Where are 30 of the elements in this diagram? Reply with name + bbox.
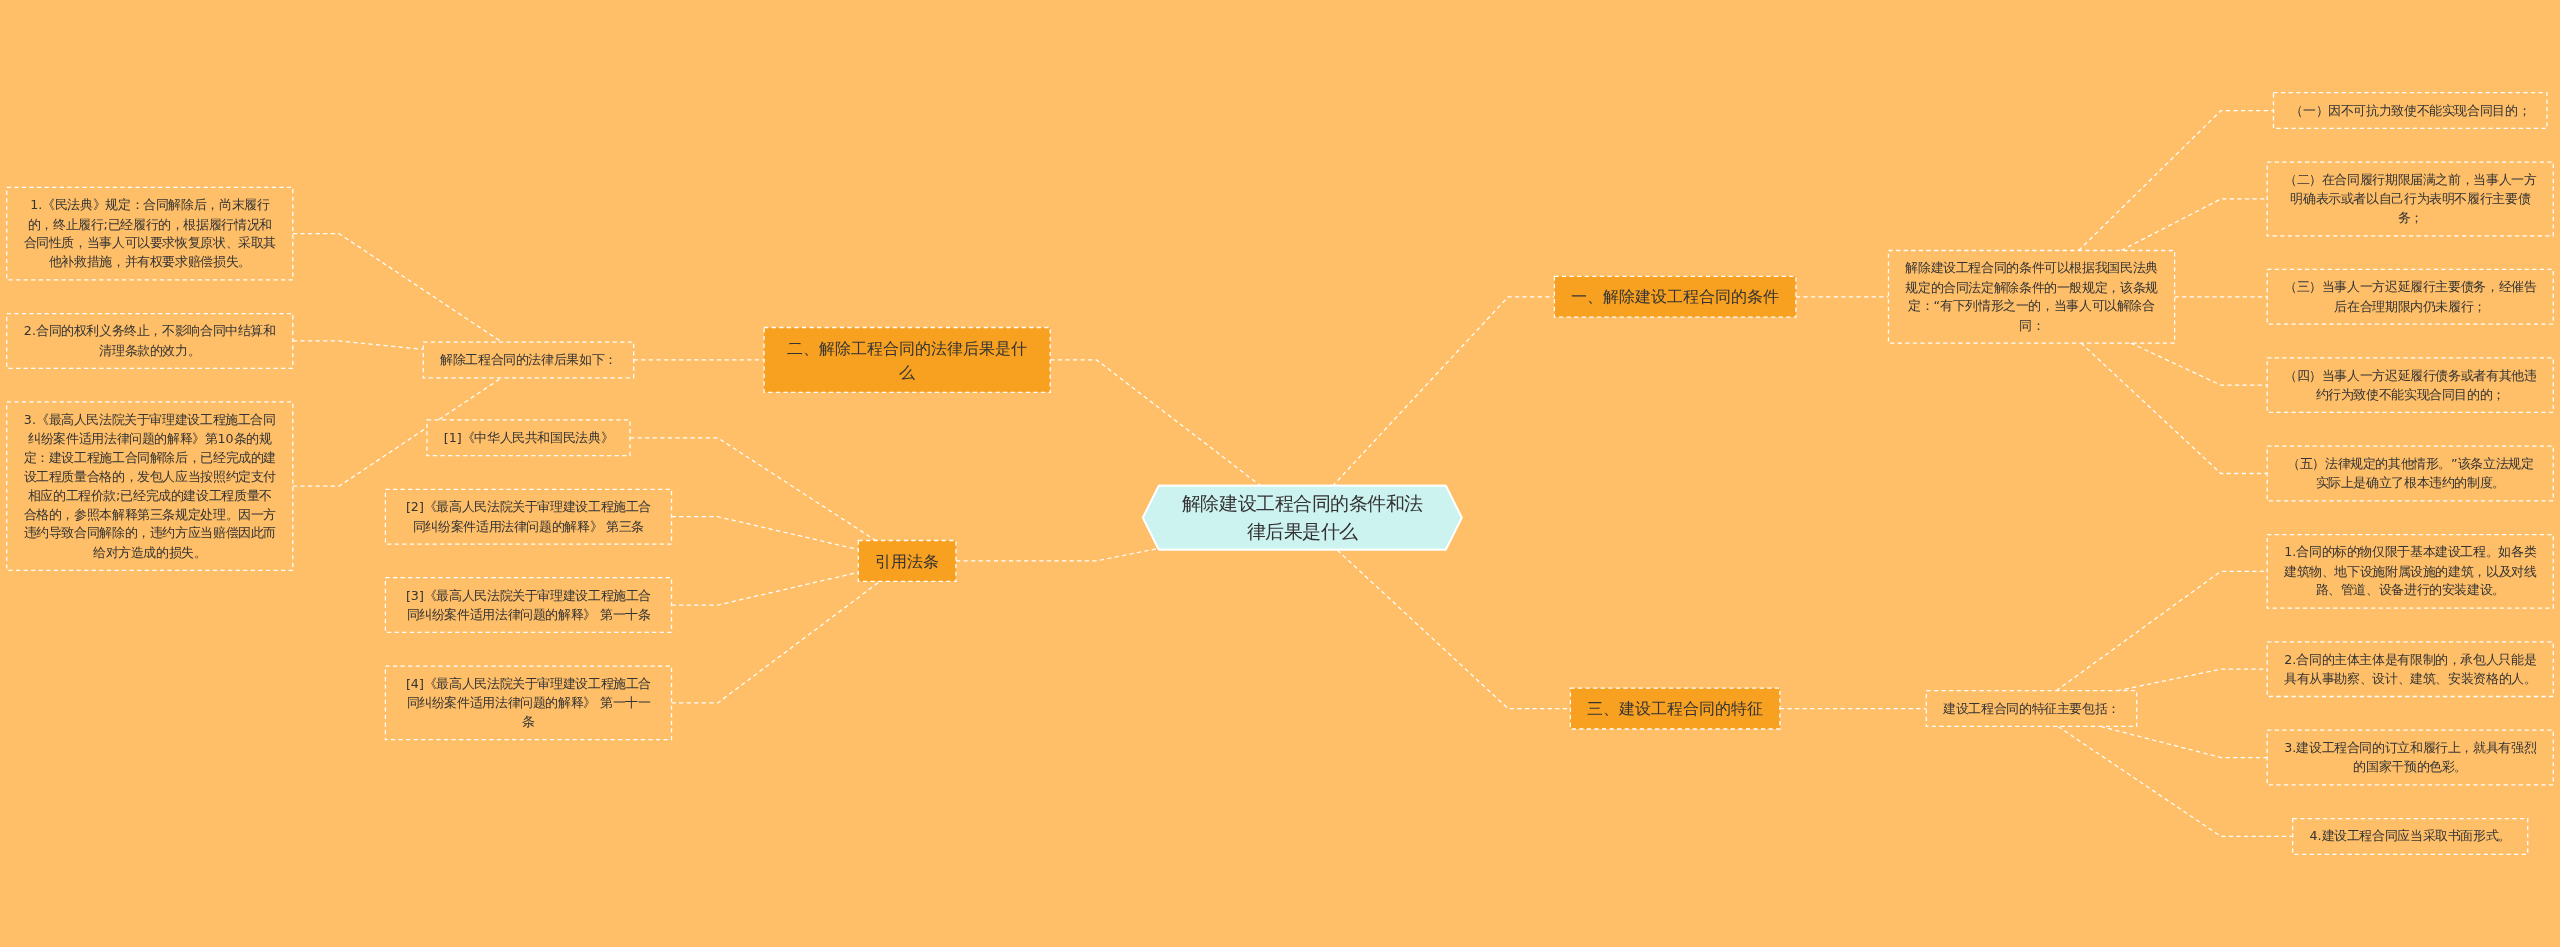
- node-box: （四）当事人一方迟延履行债务或者有其他违约行为致使不能实现合同目的的；: [2266, 357, 2554, 414]
- node-box: 2.合同的主体主体是有限制的，承包人只能是具有从事勘察、设计、建筑、安装资格的人。: [2266, 641, 2554, 698]
- node-box: 三、建设工程合同的特征: [1569, 687, 1781, 730]
- node-box: 1.合同的标的物仅限于基本建设工程。如各类建筑物、地下设施附属设施的建筑，以及对线路、管道、设备进行的安装建设。: [2266, 533, 2554, 609]
- node-box: 2.合同的权利义务终止，不影响合同中结算和清理条款的效力。: [6, 313, 294, 369]
- connector: [1779, 707, 1927, 710]
- node-box: 4.建设工程合同应当采取书面形式。: [2292, 817, 2529, 855]
- node-box: [1]《中华人民共和国民法典》: [426, 419, 631, 457]
- connector: [292, 377, 503, 487]
- node-box: [4]《最高人民法院关于审理建设工程施工合同纠纷案件适用法律问题的解释》 第一十一条: [384, 665, 673, 741]
- connector: [955, 547, 1159, 562]
- node-box: 3.《最高人民法院关于审理建设工程施工合同纠纷案件适用法律问题的解释》第10条的规定：建设工程施工合同解除后，已经完成的建设工程质量合格的，发包人应当按照约定支付相应的工程价款;已经完成的建设工程质量不合格的，参照本解释第三条规定处理。因一方违约导致合同解除的，违约方应当赔偿因此而给对方造成的损失。: [6, 401, 294, 571]
- node-box: 3.建设工程合同的订立和履行上，就具有强烈的国家干预的色彩。: [2266, 729, 2554, 786]
- node-box: （一）因不可抗力致使不能实现合同目的；: [2272, 92, 2548, 130]
- node-box: [2]《最高人民法院关于审理建设工程施工合同纠纷案件适用法律问题的解释》 第三条: [384, 488, 673, 545]
- node-box: [3]《最高人民法院关于审理建设工程施工合同纠纷案件适用法律问题的解释》 第一十条: [384, 577, 673, 634]
- node-box: （二）在合同履行期限届满之前，当事人一方明确表示或者以自己行为表明不履行主要债务；: [2266, 161, 2554, 237]
- connector: [2120, 198, 2268, 252]
- node-box: 建设工程合同的特征主要包括：: [1925, 690, 2138, 728]
- connector: [2080, 342, 2268, 475]
- node-box: 解除工程合同的法律后果如下：: [422, 341, 635, 379]
- node-box: （三）当事人一方迟延履行主要债务，经催告后在合理期限内仍未履行；: [2266, 268, 2554, 325]
- node-box: 二、解除工程合同的法律后果是什么: [763, 326, 1051, 393]
- node-box: 解除建设工程合同的条件可以根据我国民法典规定的合同法定解除条件的一般规定，该条规定：“有下列情形之一的，当事人可以解除合同：: [1887, 249, 2176, 344]
- connector: [629, 437, 877, 542]
- node-box: 引用法条: [857, 539, 957, 582]
- node-box: 1.《民法典》规定：合同解除后，尚末履行的，终止履行;已经履行的，根据履行情况和合同性质，当事人可以要求恢复原状、采取其他补救措施，并有权要求赔偿损失。: [6, 186, 294, 281]
- node-box: （五）法律规定的其他情形。”该条立法规定实际上是确立了根本违约的制度。: [2266, 445, 2554, 502]
- node-box: 一、解除建设工程合同的条件: [1553, 275, 1797, 318]
- connector: [292, 233, 503, 343]
